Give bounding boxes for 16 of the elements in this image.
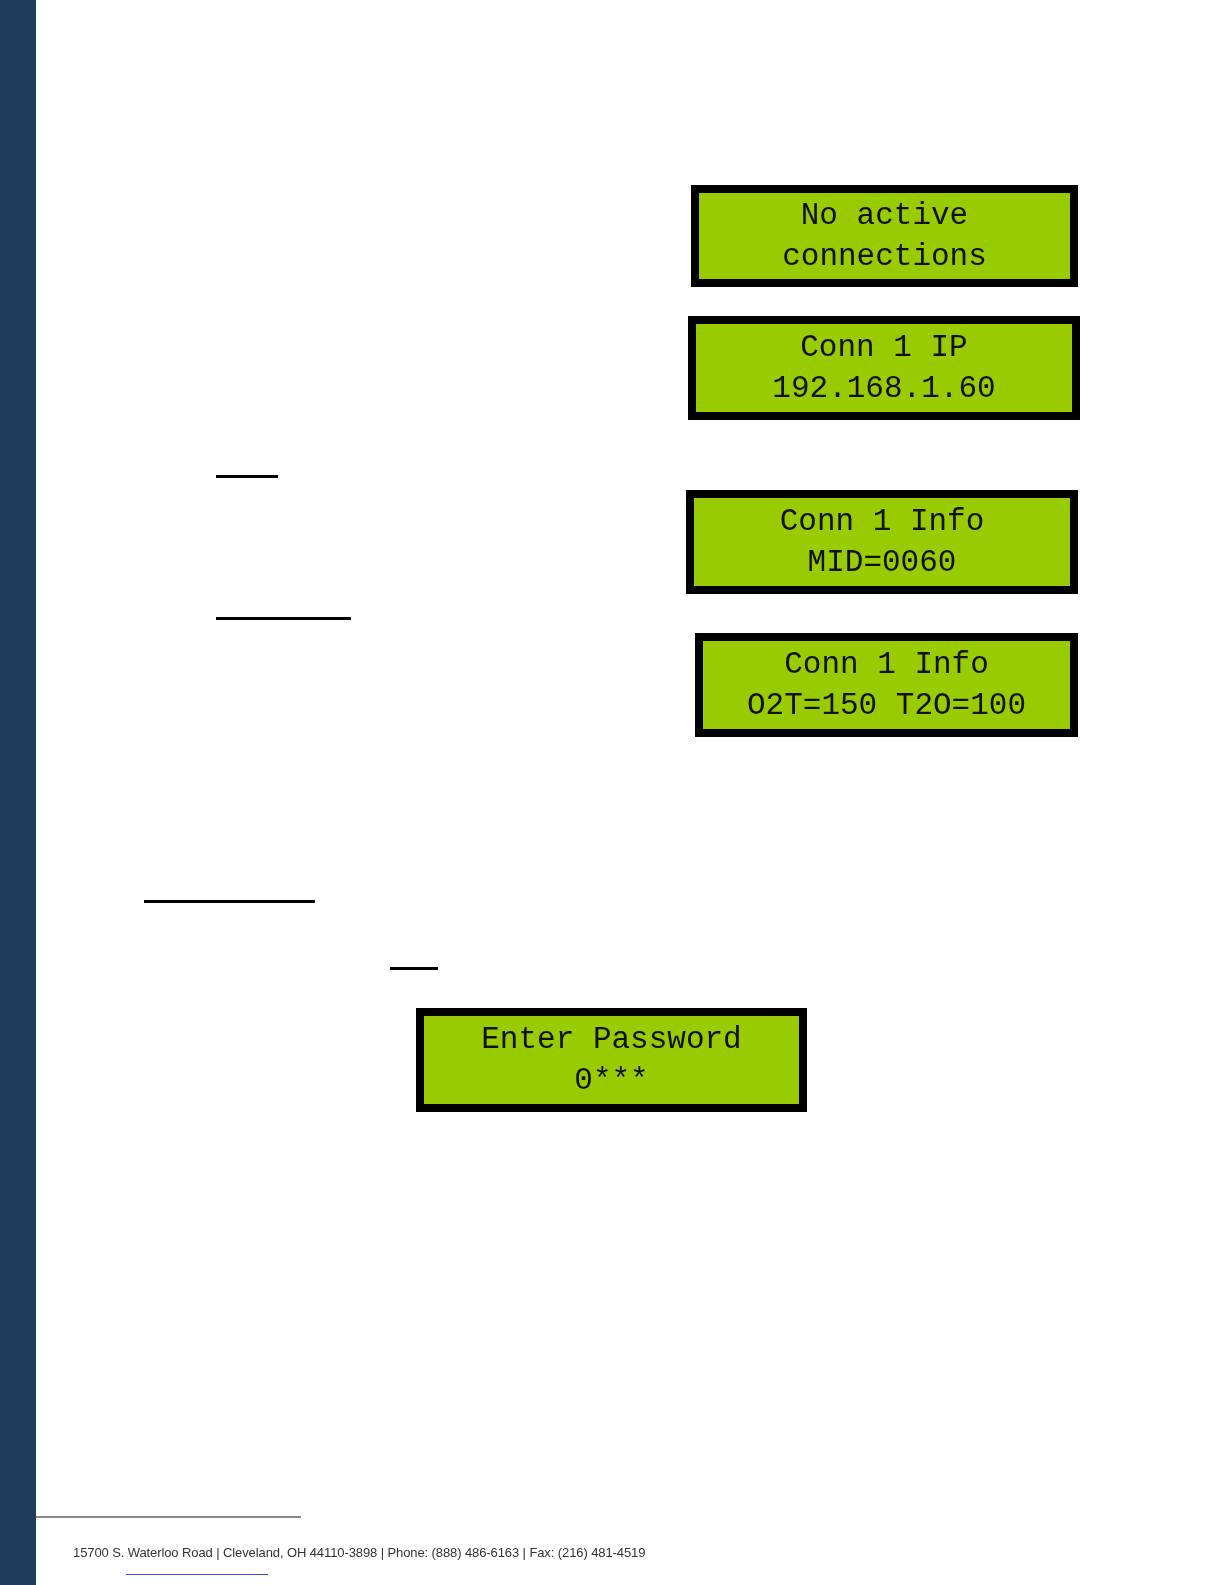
footer-address: 15700 S. Waterloo Road | Cleveland, OH 44110-3898 | Phone: (888) 486-6163 | Fax: (216) 481-4519 (73, 1545, 646, 1560)
lcd-screen (688, 316, 1080, 420)
sidebar-band (0, 0, 36, 1585)
lcd-text: MID=0060 (806, 544, 958, 582)
lcd-screen (695, 633, 1078, 737)
lcd-screen (416, 1008, 807, 1112)
lcd-text: 0*** (573, 1062, 650, 1100)
lcd-text: Enter Password (480, 1021, 743, 1059)
lcd-text: O2T=150 T2O=100 (745, 687, 1027, 725)
lcd-text: No active connections (781, 197, 988, 276)
lcd-text: Conn 1 IP (799, 329, 969, 367)
lcd-text: Conn 1 Info (783, 646, 990, 684)
lcd-text: 192.168.1.60 (771, 370, 997, 408)
lcd-screen (691, 185, 1078, 287)
lcd-text: Conn 1 Info (778, 503, 986, 541)
lcd-screen (686, 490, 1078, 594)
